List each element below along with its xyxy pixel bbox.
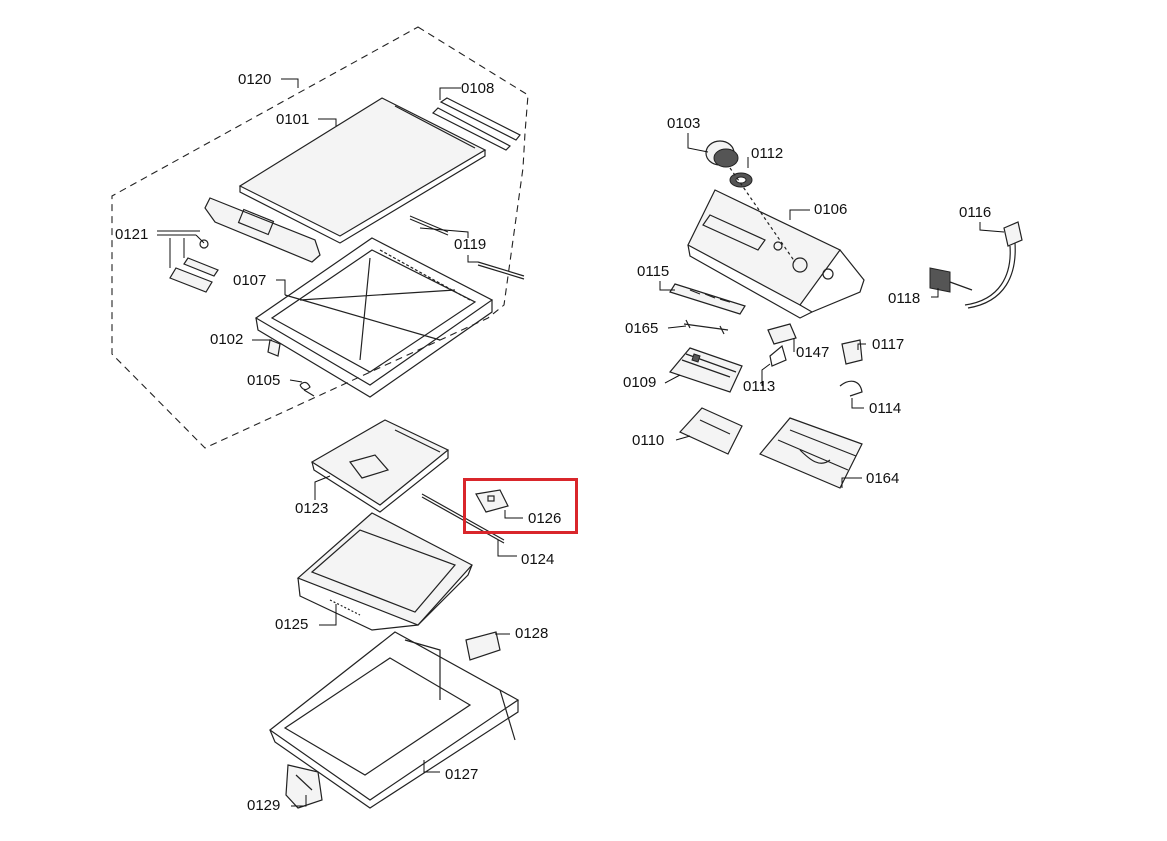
part-0165-clip — [683, 319, 729, 335]
label-0105[interactable]: 0105 — [247, 372, 281, 389]
part-0118-filter — [929, 267, 973, 293]
highlight-box-0126 — [463, 478, 578, 534]
label-0119[interactable]: 0119 — [454, 236, 487, 253]
label-0116[interactable]: 0116 — [959, 204, 992, 221]
label-0115[interactable]: 0115 — [637, 263, 670, 280]
part-0115-strip — [669, 283, 746, 315]
label-0128[interactable]: 0128 — [515, 625, 549, 642]
label-0121[interactable]: 0121 — [115, 226, 149, 243]
part-0112-ring — [729, 172, 753, 188]
label-0120[interactable]: 0120 — [238, 71, 272, 88]
label-0117[interactable]: 0117 — [872, 336, 905, 353]
label-0102[interactable]: 0102 — [210, 331, 244, 348]
part-0101-lid — [238, 97, 487, 244]
label-0103[interactable]: 0103 — [667, 115, 701, 132]
part-0147-bracket — [767, 323, 797, 345]
part-0126-cap — [475, 489, 509, 513]
label-0112[interactable]: 0112 — [751, 145, 784, 162]
label-0127[interactable]: 0127 — [445, 766, 479, 783]
part-0103-knob — [705, 140, 739, 168]
assembly-boundary-0120 — [111, 26, 529, 449]
label-0123[interactable]: 0123 — [295, 500, 329, 517]
part-0121-handle — [169, 197, 321, 293]
label-0124[interactable]: 0124 — [521, 551, 555, 568]
part-0128-bracket — [465, 631, 501, 661]
label-0114[interactable]: 0114 — [869, 400, 902, 417]
part-0106-panel — [687, 189, 865, 319]
label-0107[interactable]: 0107 — [233, 272, 267, 289]
part-0102-latch — [267, 339, 281, 357]
part-0125-housing — [296, 512, 473, 631]
part-0114-lever — [839, 380, 863, 397]
label-0164[interactable]: 0164 — [866, 470, 900, 487]
label-0126[interactable]: 0126 — [528, 510, 562, 527]
label-0101[interactable]: 0101 — [276, 111, 310, 128]
part-0117-switch — [841, 339, 863, 365]
label-0165[interactable]: 0165 — [625, 320, 659, 337]
label-0147[interactable]: 0147 — [796, 344, 830, 361]
label-0109[interactable]: 0109 — [623, 374, 657, 391]
part-0116-cord — [964, 221, 1023, 309]
label-0118[interactable]: 0118 — [888, 290, 921, 307]
label-0129[interactable]: 0129 — [247, 797, 281, 814]
part-0164-module — [759, 417, 863, 489]
label-0125[interactable]: 0125 — [275, 616, 309, 633]
part-0123-tray — [310, 419, 450, 513]
part-0110-board — [679, 407, 743, 455]
leader-lines — [157, 78, 1005, 807]
part-0113-clip — [769, 344, 787, 367]
label-0110[interactable]: 0110 — [632, 432, 665, 449]
part-0109-board — [668, 347, 743, 393]
label-0108[interactable]: 0108 — [461, 80, 495, 97]
label-0106[interactable]: 0106 — [814, 201, 848, 218]
part-0105-spring — [299, 381, 315, 397]
part-0107-frame — [254, 237, 494, 398]
label-0113[interactable]: 0113 — [743, 378, 776, 395]
part-0108-strip — [431, 97, 521, 151]
part-0127-base — [268, 631, 520, 809]
alignment-line — [729, 167, 796, 263]
part-0129-valve — [285, 764, 323, 809]
